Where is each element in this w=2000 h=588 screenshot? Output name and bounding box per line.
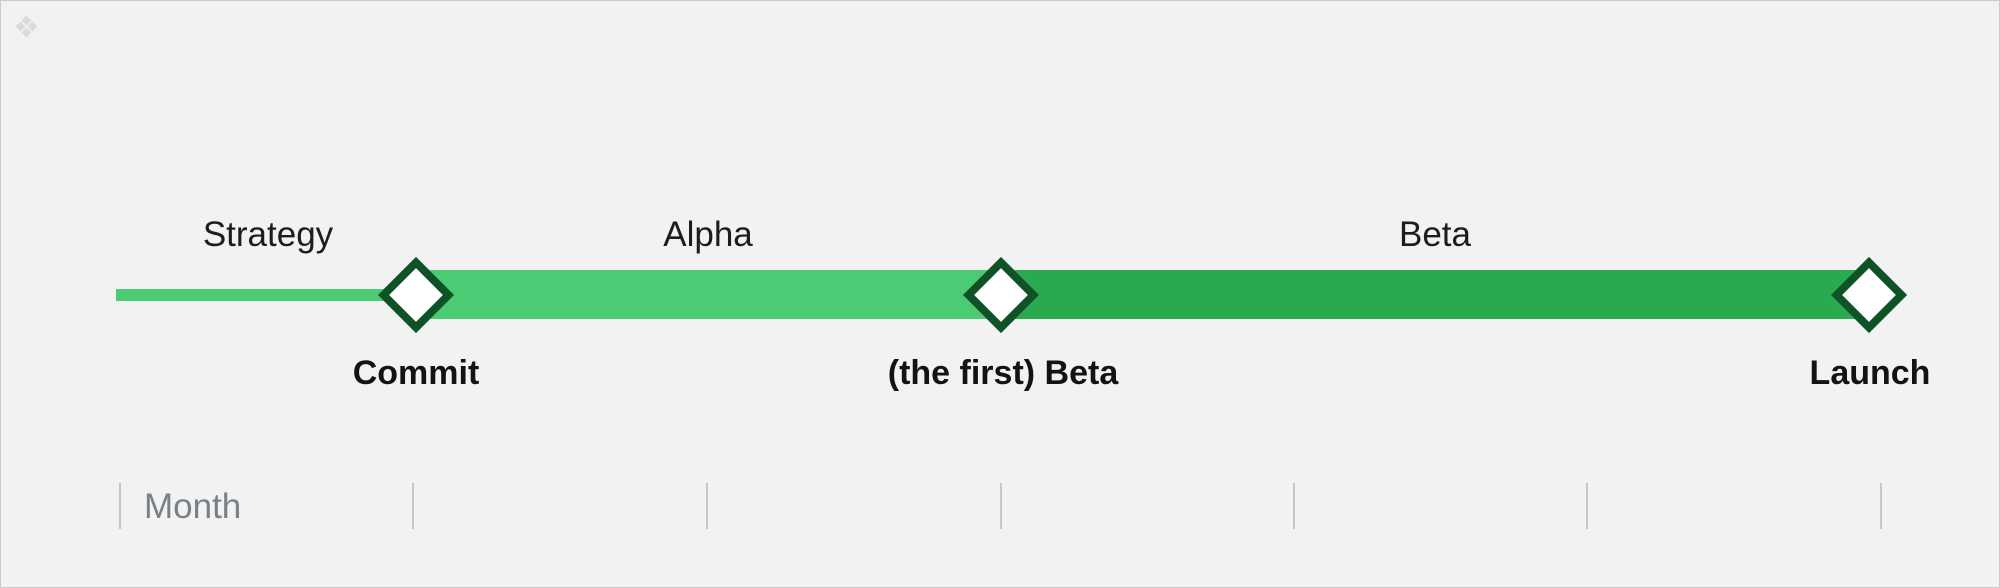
axis-tick xyxy=(1586,483,1588,529)
axis-unit-label: Month xyxy=(144,487,242,526)
phase-label-alpha: Alpha xyxy=(663,215,753,254)
axis-tick xyxy=(1880,483,1882,529)
axis-tick xyxy=(1293,483,1295,529)
axis-tick xyxy=(706,483,708,529)
diamond-grid-icon xyxy=(15,16,38,38)
phase-bar-beta xyxy=(1001,270,1869,319)
phase-label-beta: Beta xyxy=(1399,215,1471,254)
milestone-diamond-launch xyxy=(1830,256,1908,334)
axis-tick xyxy=(119,483,121,529)
phase-bar-alpha xyxy=(416,270,1001,319)
axis-tick xyxy=(1000,483,1002,529)
milestone-diamond-commit xyxy=(377,256,455,334)
milestone-diamond-beta xyxy=(962,256,1040,334)
phase-bar-strategy xyxy=(116,289,416,301)
milestone-label-launch: Launch xyxy=(1809,354,1931,392)
milestone-label-beta: (the first) Beta xyxy=(887,354,1119,392)
phase-label-strategy: Strategy xyxy=(202,215,334,254)
milestone-label-commit: Commit xyxy=(352,354,480,392)
axis-tick xyxy=(412,483,414,529)
